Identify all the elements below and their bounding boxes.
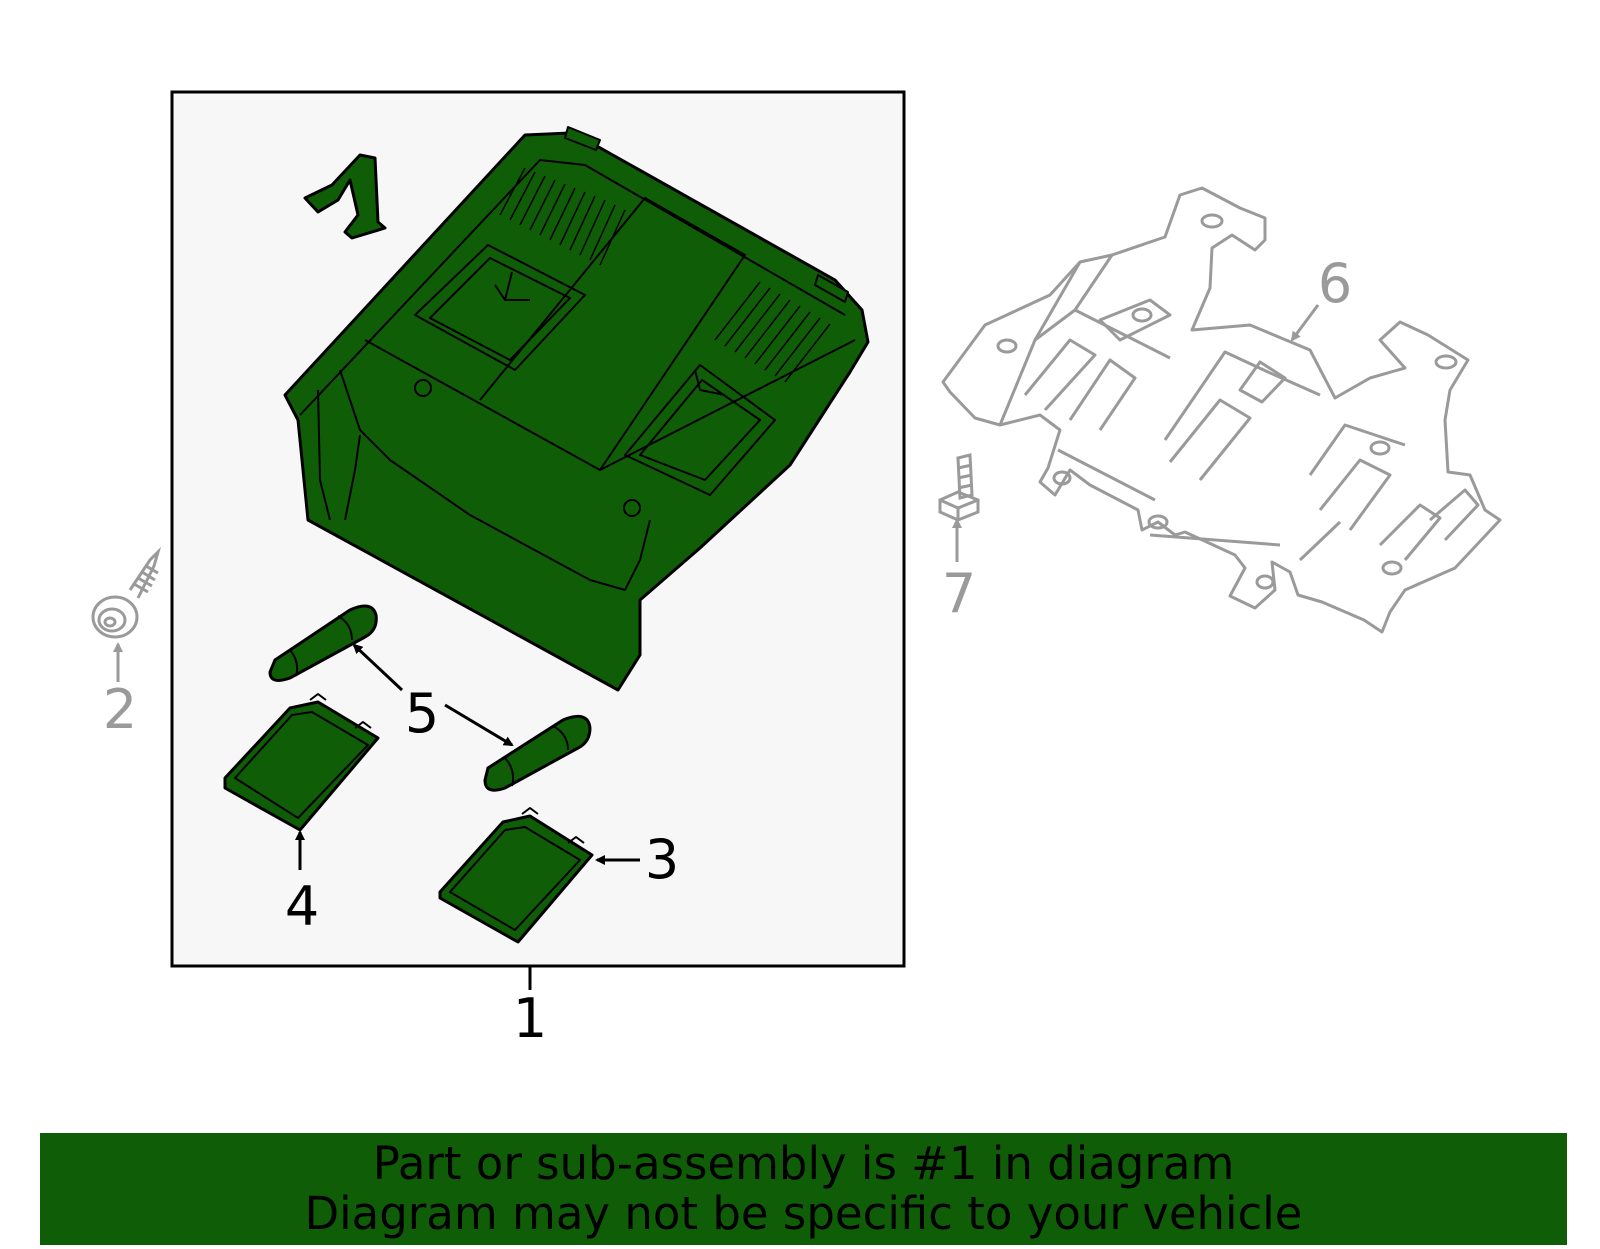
callout-2: 2 xyxy=(103,678,137,741)
callout-4: 4 xyxy=(285,875,319,938)
mounting-bracket[interactable] xyxy=(941,186,1502,634)
bulb-lower[interactable] xyxy=(483,714,592,792)
overhead-console-housing[interactable] xyxy=(283,126,870,692)
screw-icon[interactable] xyxy=(91,546,162,639)
banner-line-1: Part or sub-assembly is #1 in diagram xyxy=(372,1137,1235,1190)
callout-5: 5 xyxy=(405,682,439,745)
bolt-icon[interactable] xyxy=(938,453,980,522)
callout-6: 6 xyxy=(1318,252,1352,315)
bulb-upper[interactable] xyxy=(268,604,378,682)
callout-1: 1 xyxy=(513,987,547,1050)
callout-7: 7 xyxy=(942,562,976,625)
info-banner: Part or sub-assembly is #1 in diagram Di… xyxy=(40,1133,1567,1245)
lens-left[interactable] xyxy=(223,693,380,832)
banner-line-2: Diagram may not be specific to your vehi… xyxy=(304,1187,1303,1240)
callout-3: 3 xyxy=(645,828,679,891)
retainer-clip[interactable] xyxy=(303,153,387,240)
leader-lines xyxy=(113,304,1320,990)
lens-right[interactable] xyxy=(438,807,594,944)
